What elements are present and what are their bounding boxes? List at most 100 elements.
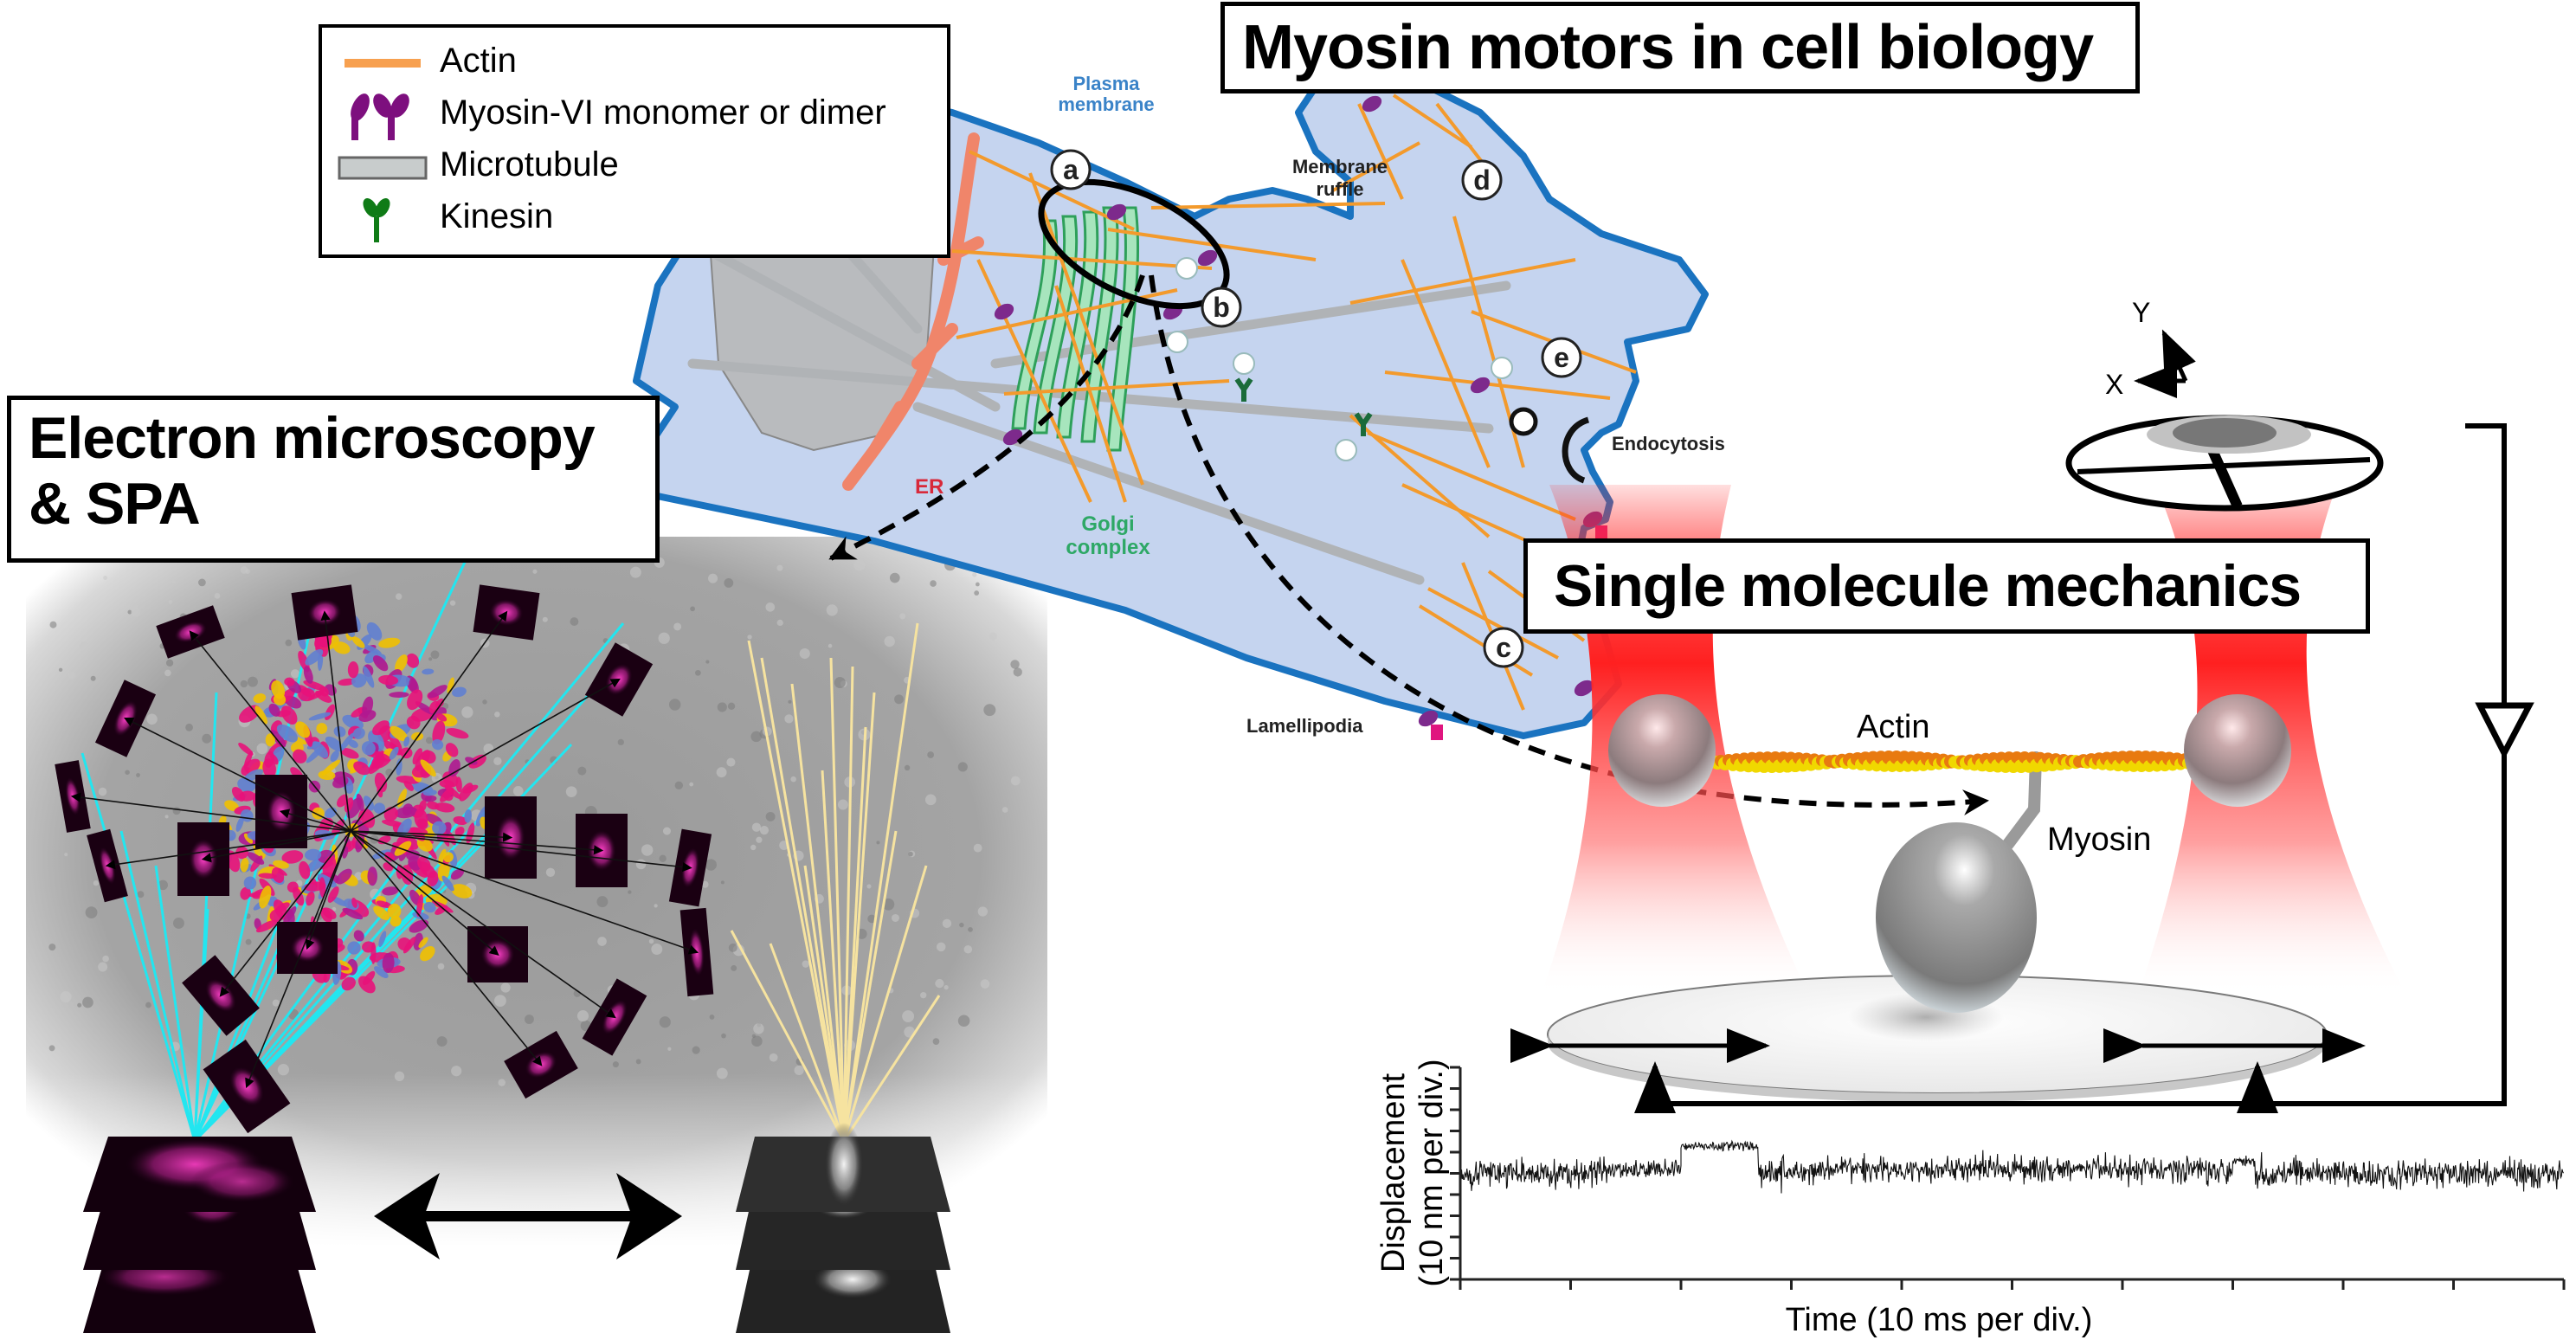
em-particle <box>272 999 280 1007</box>
label-lamellipodia: Lamellipodia <box>1246 715 1363 737</box>
ribbon-segment <box>378 931 387 948</box>
em-particle <box>1001 807 1008 813</box>
projection-ray <box>790 683 846 1142</box>
marker-circle <box>1541 337 1582 378</box>
label-membrane-ruffle-2: ruffle <box>1317 178 1364 200</box>
em-particle <box>1010 660 1020 669</box>
em-particle <box>1010 776 1021 786</box>
ribbon-segment <box>440 787 454 802</box>
em-particle <box>690 606 695 612</box>
em-particle <box>716 1067 728 1079</box>
ribbon-segment <box>341 976 356 991</box>
ribbon-segment <box>450 868 465 880</box>
projection-arrow <box>350 830 499 956</box>
ribbon-segment <box>417 856 431 873</box>
ribbon-segment <box>372 720 390 736</box>
em-particle <box>428 657 433 661</box>
em-particle <box>659 854 667 863</box>
myosin-vi-motor <box>1106 203 1127 221</box>
em-particle <box>98 787 107 796</box>
actin-filament <box>1357 103 1404 200</box>
ribbon-segment <box>305 648 324 666</box>
em-particle <box>245 938 252 945</box>
legend-label: Actin <box>440 42 517 80</box>
ribbon-segment <box>407 689 423 711</box>
ribbon-segment <box>273 693 287 705</box>
projection-arrow <box>305 830 351 950</box>
em-particle <box>483 744 494 754</box>
legend-label: Myosin-VI monomer or dimer <box>440 93 886 132</box>
projection-arrow <box>350 830 616 1019</box>
em-particle <box>48 944 56 951</box>
em-particle <box>247 676 258 687</box>
ribbon-segment <box>412 748 422 765</box>
em-particle <box>430 650 440 660</box>
ribbon-segment <box>239 705 261 723</box>
em-particle <box>898 578 905 585</box>
ribbon-segment <box>376 900 389 907</box>
em-particle <box>629 566 641 578</box>
axis-x-label: X <box>2105 369 2123 400</box>
ribbon-segment <box>363 796 375 811</box>
em-particle <box>894 694 904 705</box>
ribbon-segment <box>390 725 408 742</box>
panel-title-smm: Single molecule mechanics <box>1523 538 2370 634</box>
em-particle <box>77 1002 82 1008</box>
projection-ray <box>730 930 846 1142</box>
em-particle <box>498 1079 506 1086</box>
ribbon-segment <box>269 909 284 923</box>
marker-label: e <box>1554 342 1569 373</box>
ribbon-segment <box>448 759 460 777</box>
em-particle <box>920 991 927 999</box>
projection-arrow <box>350 830 513 842</box>
em-particle <box>942 918 952 929</box>
em-particle <box>137 891 145 899</box>
ribbon-segment <box>258 873 277 879</box>
vesicle <box>1491 357 1513 379</box>
em-particle <box>436 1036 448 1047</box>
em-particle <box>765 602 776 612</box>
vesicle <box>1175 257 1198 280</box>
em-particle <box>667 1047 672 1051</box>
projection-arrow <box>201 830 351 863</box>
em-particle <box>570 617 579 626</box>
em-particle <box>968 927 973 932</box>
em-particle <box>494 712 500 718</box>
em-particle <box>525 1015 534 1024</box>
projection-ray <box>842 995 941 1142</box>
em-particle <box>716 767 727 778</box>
em-particle <box>136 773 140 777</box>
highlight-ellipse <box>1038 178 1230 310</box>
em-particle <box>882 898 895 911</box>
em-particle <box>751 1035 763 1047</box>
em-particle <box>651 944 663 955</box>
ribbon-segment <box>338 678 356 686</box>
ribbon-segment <box>295 721 311 738</box>
marker-label: d <box>1473 164 1491 196</box>
ribbon-segment <box>293 749 307 763</box>
marker-label: c <box>1496 632 1511 663</box>
label-endocytosis: Endocytosis <box>1612 433 1725 454</box>
ribbon-segment <box>466 822 475 844</box>
em-particle <box>277 1064 290 1076</box>
class-average-stack-grey <box>736 1123 950 1333</box>
ribbon-segment <box>427 870 439 886</box>
em-particle <box>668 699 681 711</box>
em-particle <box>784 714 794 724</box>
em-particle <box>721 1033 726 1039</box>
ribbon-segment <box>322 907 337 919</box>
projection-arrow <box>105 830 351 870</box>
ribbon-segment <box>373 905 390 920</box>
em-particle <box>172 807 181 815</box>
ribbon-segment <box>423 901 436 913</box>
ribbon-segment <box>453 815 468 826</box>
em-particle <box>437 963 445 970</box>
ribbon-segment <box>403 736 410 747</box>
myosin-lever-arm <box>2002 751 2042 850</box>
projection-ray <box>769 943 846 1142</box>
em-particle <box>828 643 833 648</box>
ribbon-segment <box>325 736 344 751</box>
em-particle <box>245 569 250 574</box>
projection-ray <box>842 726 867 1142</box>
ribbon-segment <box>284 677 295 686</box>
